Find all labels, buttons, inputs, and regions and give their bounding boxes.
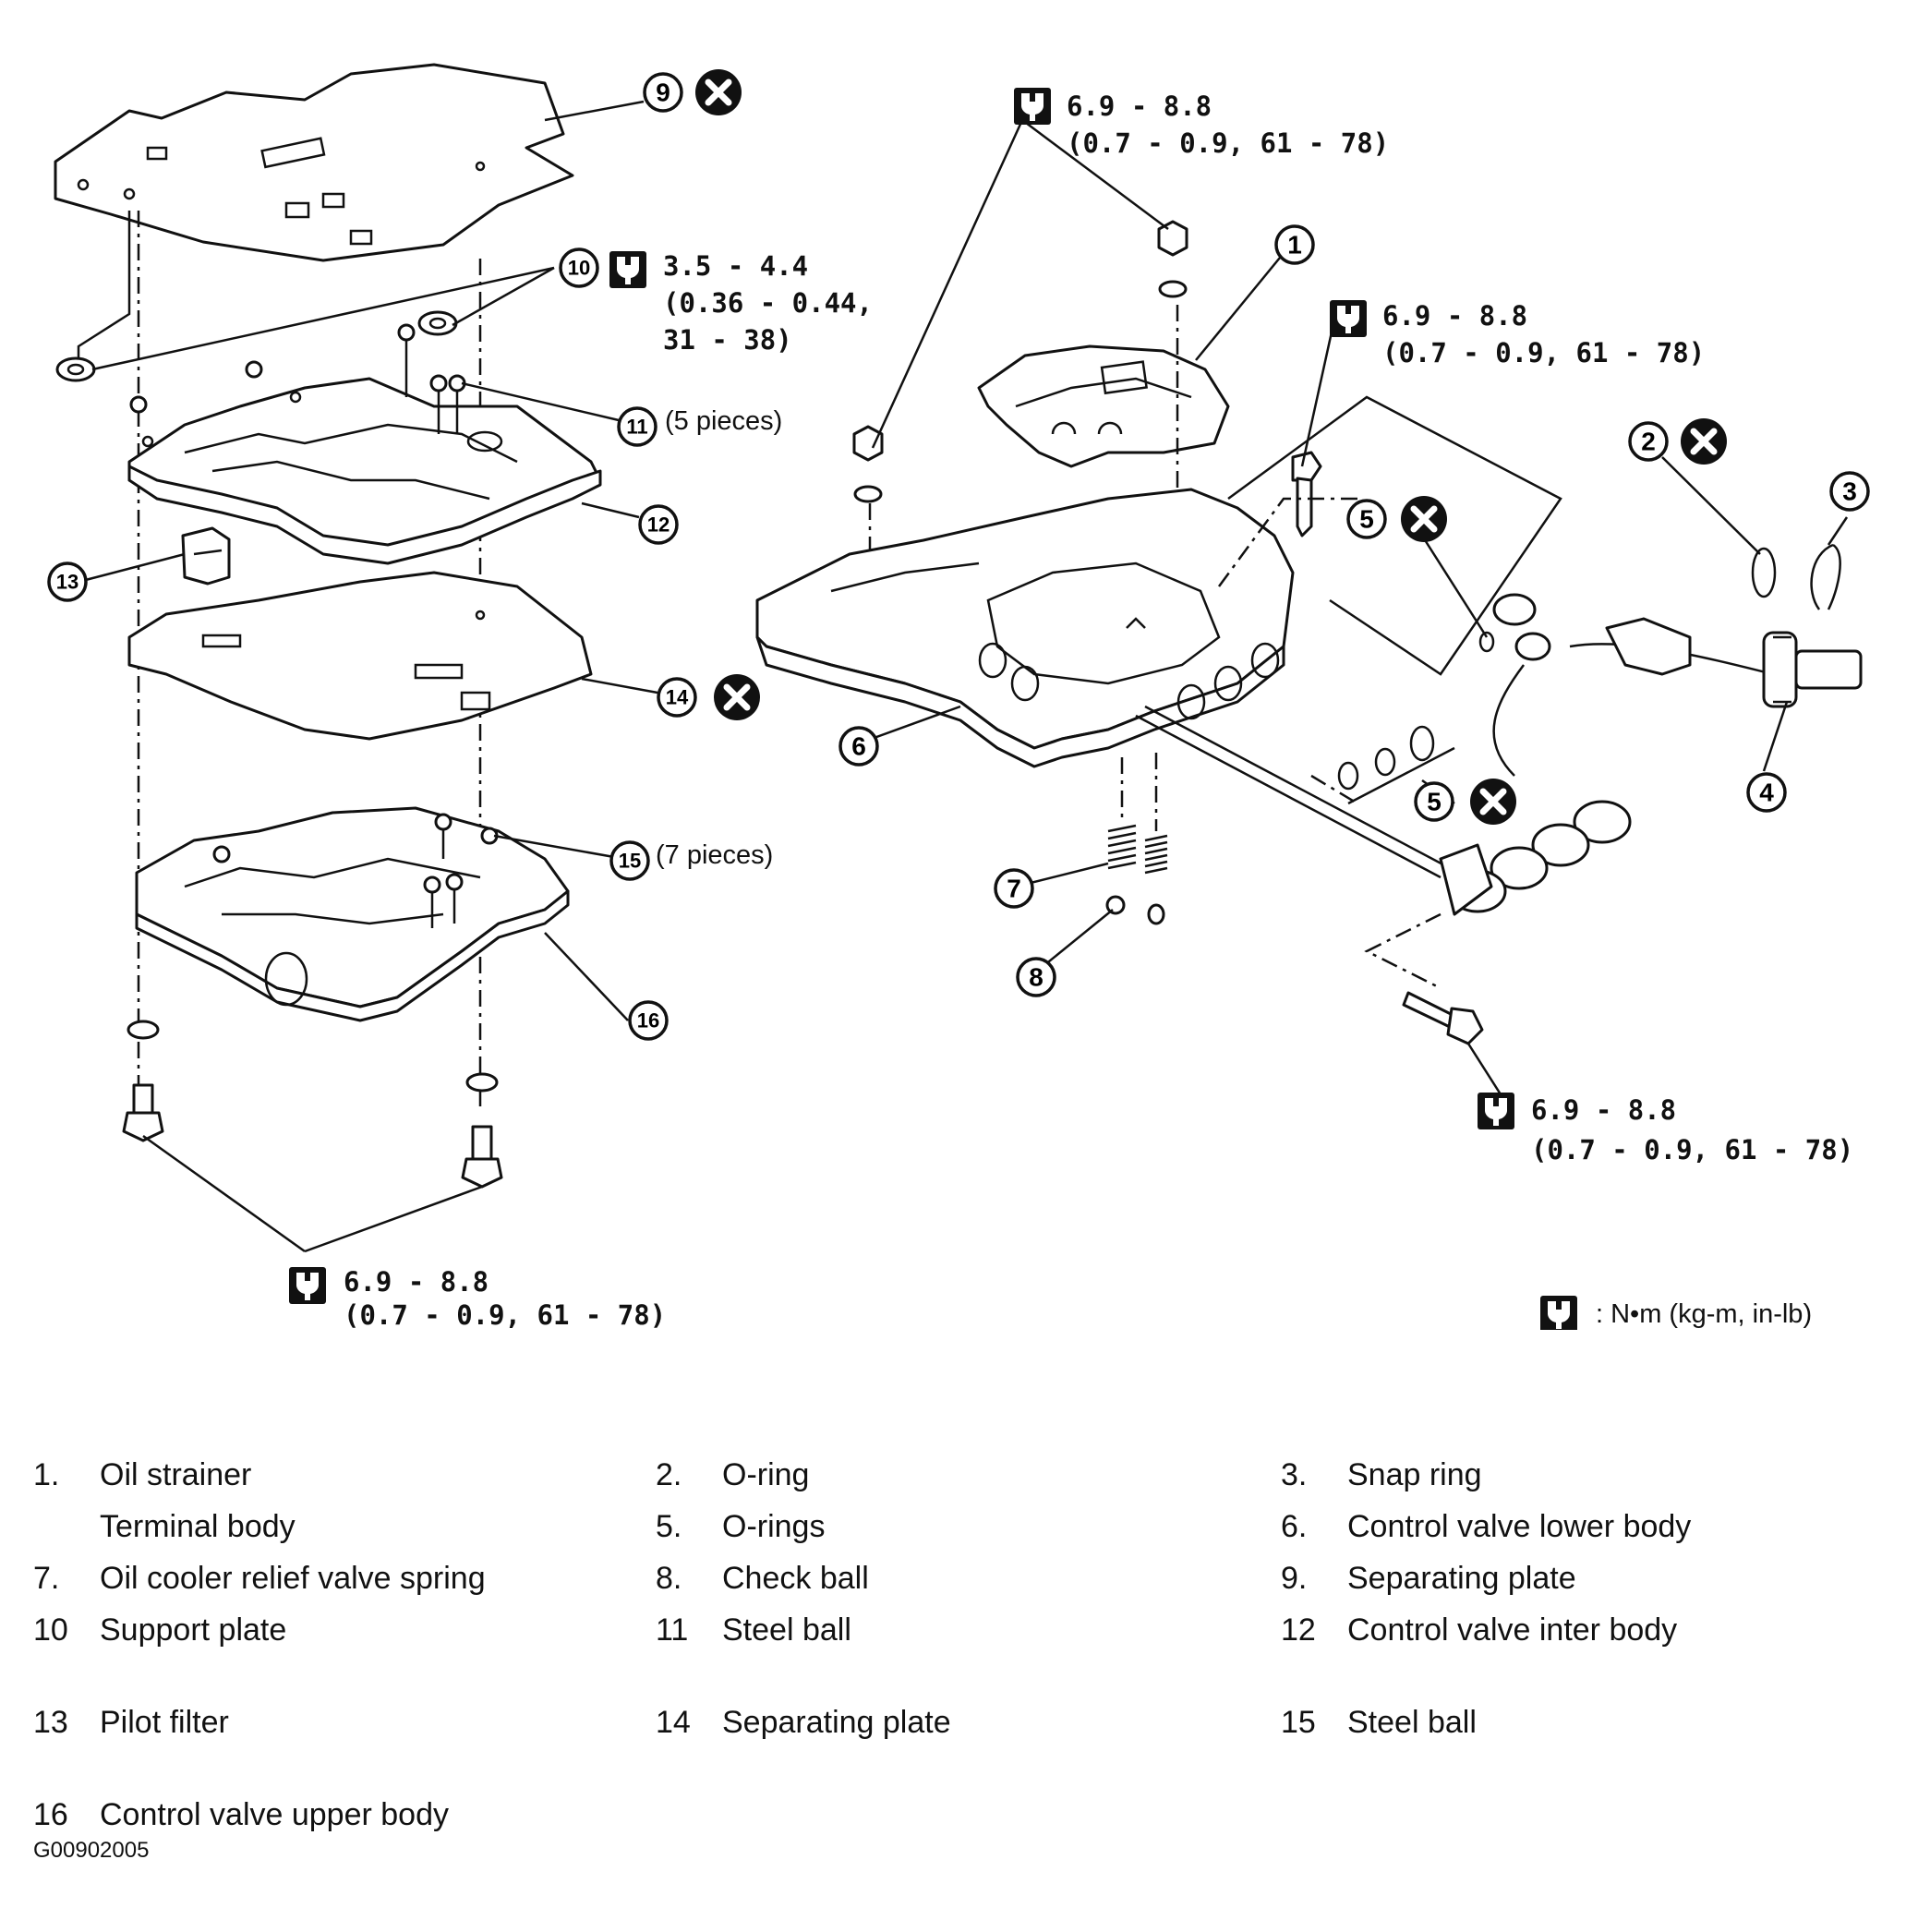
svg-text:: N•m (kg-m, in-lb): : N•m (kg-m, in-lb): [1596, 1299, 1812, 1329]
unit-legend: : N•m (kg-m, in-lb): [1540, 1296, 1812, 1330]
torque-wrench-icon: [1330, 300, 1367, 337]
steel-balls-15: [212, 813, 499, 928]
torque-spec-strainer-bolt: 6.9 - 8.8 (0.7 - 0.9, 61 - 78): [1330, 300, 1705, 368]
control-valve-lower-body-6: [755, 488, 1295, 768]
torque-spec-top: 6.9 - 8.8 (0.7 - 0.9, 61 - 78): [1014, 88, 1389, 159]
exploded-view-diagram: 1 2 3 4 5 5 6 7 8 9 10 11 12 13 14 15 16…: [47, 63, 1870, 1330]
svg-text:6.9 - 8.8: 6.9 - 8.8: [344, 1266, 489, 1298]
svg-text:10: 10: [568, 257, 590, 280]
svg-text:6.9 - 8.8: 6.9 - 8.8: [1067, 91, 1212, 122]
do-not-reuse-x-icon: [1681, 418, 1727, 465]
callout-9: 9: [643, 72, 683, 113]
torque-wrench-icon: [1540, 1296, 1577, 1330]
svg-text:5: 5: [1359, 505, 1374, 534]
control-valve-upper-body-16: [135, 806, 570, 1022]
steel-ball-11-count: (5 pieces): [665, 406, 782, 436]
torque-wrench-icon: [1478, 1093, 1514, 1129]
svg-text:(0.7 - 0.9, 61 - 78): (0.7 - 0.9, 61 - 78): [1067, 127, 1389, 159]
callout-12: 12: [638, 504, 679, 545]
svg-text:15: 15: [619, 850, 641, 873]
torque-spec-solenoid-bolt: 6.9 - 8.8 (0.7 - 0.9, 61 - 78): [1478, 1093, 1853, 1165]
torque-spec-lower-bolts: 6.9 - 8.8 (0.7 - 0.9, 61 - 78): [289, 1266, 666, 1330]
svg-text:5: 5: [1427, 788, 1442, 816]
svg-text:9: 9: [656, 78, 670, 107]
svg-text:1: 1: [1287, 231, 1302, 260]
svg-text:(0.36 - 0.44,: (0.36 - 0.44,: [663, 287, 873, 319]
svg-text:11: 11: [626, 416, 647, 439]
svg-text:(0.7 - 0.9, 61 - 78): (0.7 - 0.9, 61 - 78): [1531, 1134, 1853, 1165]
callout-15: 15: [609, 840, 650, 881]
callout-13: 13: [47, 561, 88, 602]
separating-plate-14: [127, 571, 593, 741]
svg-text:(0.7 - 0.9, 61 - 78): (0.7 - 0.9, 61 - 78): [344, 1299, 666, 1330]
bolts-right: [1291, 451, 1484, 1045]
svg-text:6.9 - 8.8: 6.9 - 8.8: [1382, 300, 1527, 332]
torque-wrench-icon: [289, 1267, 326, 1304]
oil-strainer-1: [977, 344, 1230, 468]
svg-text:12: 12: [647, 513, 670, 537]
bolts-left: [122, 1020, 503, 1189]
callout-6: 6: [838, 726, 879, 767]
svg-text:13: 13: [56, 571, 78, 594]
do-not-reuse-x-icon: [695, 69, 742, 115]
svg-text:3.5 - 4.4: 3.5 - 4.4: [663, 250, 808, 282]
callout-1: 1: [1274, 224, 1315, 265]
svg-text:3: 3: [1842, 477, 1857, 506]
parts-list: 1. Oil strainer 2. O-ring 3. Snap ring T…: [33, 1457, 1692, 1832]
figure-code: G00902005: [33, 1838, 150, 1863]
svg-text:2: 2: [1641, 428, 1656, 456]
solenoids: [1439, 593, 1632, 916]
steel-ball-15-count: (7 pieces): [656, 840, 773, 870]
svg-text:16: 16: [637, 1009, 659, 1032]
check-ball-8: [1105, 895, 1165, 925]
callout-3: 3: [1829, 471, 1870, 512]
terminal-body-4: [1492, 617, 1863, 777]
svg-text:6.9 - 8.8: 6.9 - 8.8: [1531, 1094, 1676, 1126]
steel-balls-11: [129, 323, 466, 434]
do-not-reuse-x-icon: [714, 674, 760, 720]
svg-text:6: 6: [851, 732, 866, 761]
snap-ring-3: [1810, 543, 1841, 610]
o-ring-2: [1751, 547, 1777, 598]
relief-valve-spring-7: [1107, 824, 1168, 875]
callout-8: 8: [1016, 957, 1056, 997]
callout-10: 10: [559, 248, 599, 288]
callout-4: 4: [1746, 772, 1787, 813]
callout-2: 2: [1628, 421, 1669, 462]
callout-5b: 5: [1414, 781, 1454, 822]
torque-wrench-icon: [1014, 88, 1051, 125]
callout-16: 16: [628, 1000, 669, 1041]
svg-text:7: 7: [1007, 875, 1021, 903]
control-valve-inter-body-12: [127, 377, 602, 565]
torque-wrench-icon: [609, 251, 646, 288]
callout-7: 7: [994, 868, 1034, 909]
svg-text:(0.7 - 0.9, 61 - 78): (0.7 - 0.9, 61 - 78): [1382, 337, 1705, 368]
pilot-filter-13: [181, 526, 231, 586]
torque-spec-support-plate: 3.5 - 4.4 (0.36 - 0.44, 31 - 38): [609, 250, 873, 356]
do-not-reuse-x-icon: [1470, 779, 1516, 825]
svg-text:8: 8: [1029, 963, 1043, 992]
callout-11: 11: [617, 406, 657, 447]
do-not-reuse-x-icon: [1401, 496, 1447, 542]
svg-text:4: 4: [1759, 779, 1774, 807]
o-rings-5: [1337, 631, 1495, 791]
separating-plate-9: [54, 63, 574, 262]
svg-text:31 - 38): 31 - 38): [663, 324, 792, 356]
strainer-fasteners: [852, 220, 1188, 503]
callout-14: 14: [657, 677, 697, 718]
callout-5a: 5: [1346, 499, 1387, 539]
svg-text:14: 14: [666, 686, 689, 709]
